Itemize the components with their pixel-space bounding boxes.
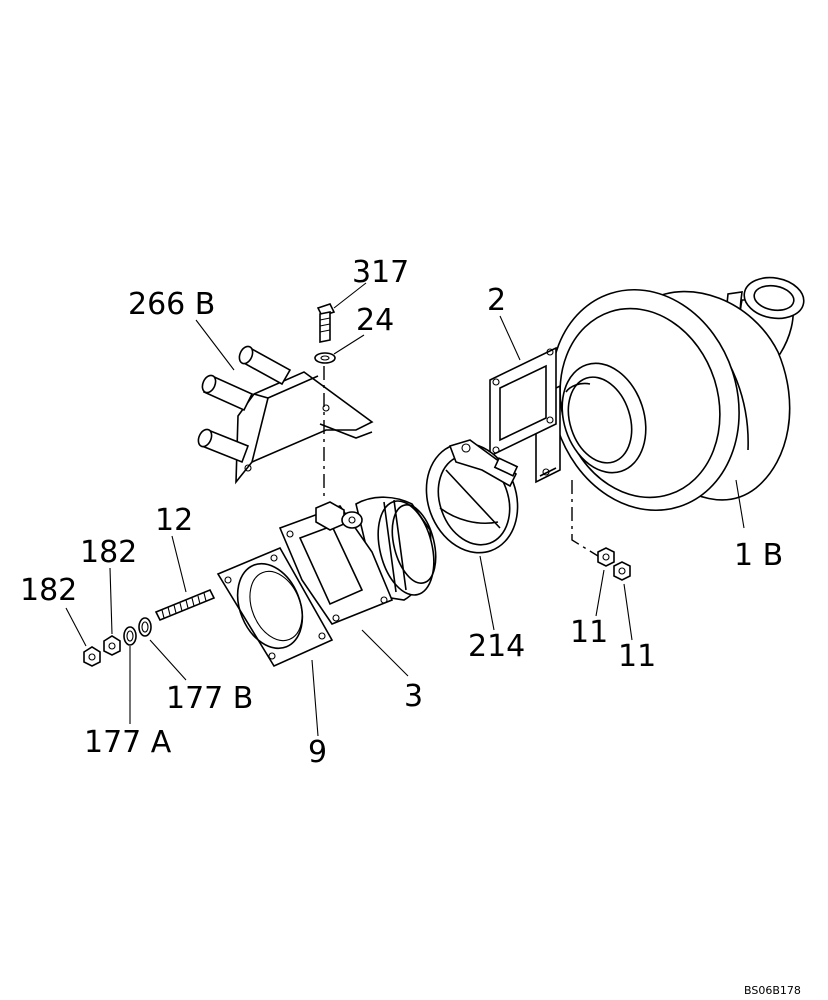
- label-12: 12: [155, 503, 193, 538]
- nut-11-b: [613, 561, 631, 581]
- v-band-clamp-214: [425, 439, 519, 554]
- washer-177b: [138, 617, 152, 637]
- label-214: 214: [468, 629, 525, 664]
- label-177b: 177 B: [166, 681, 253, 716]
- label-11-b: 11: [618, 639, 656, 674]
- label-1b: 1 B: [734, 538, 783, 573]
- washer-24: [314, 352, 336, 364]
- label-182-upper: 182: [80, 535, 137, 570]
- bracket-266b: [197, 345, 374, 500]
- label-9: 9: [308, 735, 327, 770]
- reference-code: BS06B178: [744, 984, 801, 997]
- label-266b: 266 B: [128, 287, 215, 322]
- label-11-a: 11: [570, 615, 608, 650]
- adapter-3: [278, 496, 437, 625]
- label-2: 2: [487, 283, 506, 318]
- label-24: 24: [356, 303, 394, 338]
- nut-182-inner: [103, 635, 121, 656]
- label-177a: 177 A: [84, 725, 172, 760]
- label-182-lower: 182: [20, 573, 77, 608]
- leader-lines: [65, 282, 745, 737]
- bolt-317: [316, 303, 336, 343]
- nut-182-outer: [83, 646, 101, 667]
- washer-177a: [123, 626, 137, 646]
- gasket-9: [216, 546, 334, 668]
- gasket-2: [489, 346, 599, 557]
- label-3: 3: [404, 679, 423, 714]
- label-317: 317: [352, 255, 409, 290]
- turbocharger: [535, 276, 805, 512]
- stud-12: [154, 588, 216, 622]
- nut-11-a: [597, 547, 615, 567]
